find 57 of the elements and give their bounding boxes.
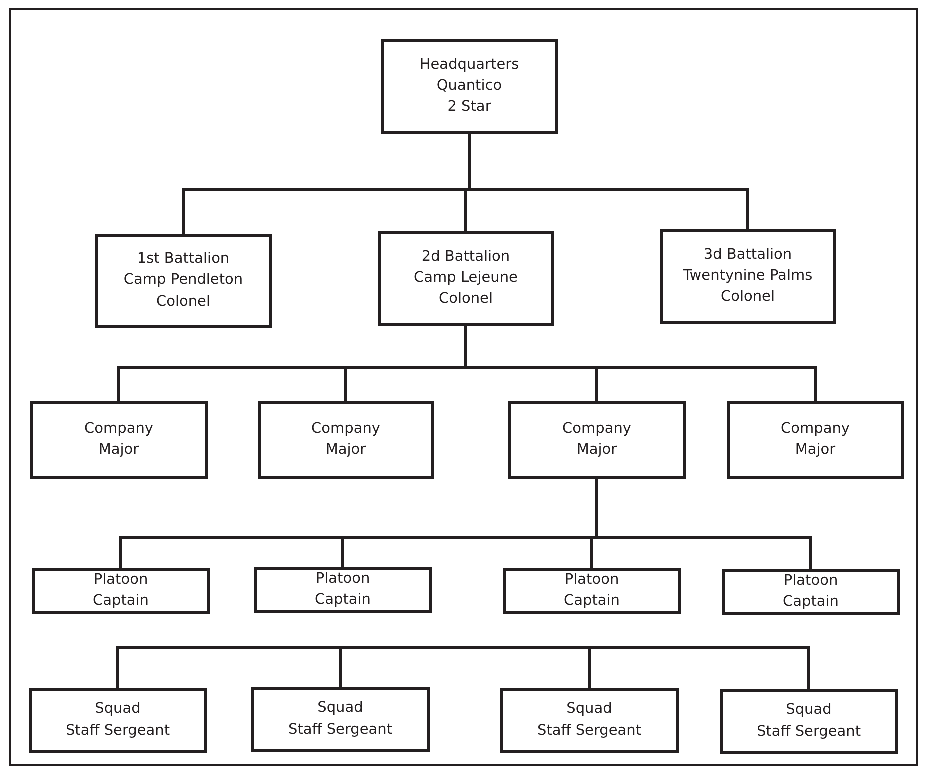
box-text: Captain xyxy=(564,592,620,611)
box-text: Major xyxy=(98,441,140,460)
box-text: Company xyxy=(781,420,850,439)
box-text: Squad xyxy=(95,700,141,720)
connector-line xyxy=(596,479,812,569)
box-text: Captain xyxy=(92,592,149,611)
connector-line xyxy=(464,326,817,401)
box-text: Quantico xyxy=(436,76,502,96)
org-box xyxy=(95,234,272,328)
connector-line xyxy=(463,646,810,689)
org-box xyxy=(503,568,681,614)
org-box xyxy=(381,39,558,134)
org-box xyxy=(727,401,904,479)
org-box xyxy=(378,231,554,326)
box-text: Platoon xyxy=(94,570,148,590)
box-text: Camp Pendleton xyxy=(124,271,244,290)
box-text: Colonel xyxy=(156,292,211,312)
box-text: Camp Lejeune xyxy=(414,268,518,288)
box-text: Company xyxy=(312,420,380,439)
box-text: Captain xyxy=(314,591,371,610)
org-box xyxy=(29,688,207,753)
box-text: Colonel xyxy=(438,290,494,309)
box-text: Company xyxy=(562,420,632,439)
org-box xyxy=(32,568,210,614)
box-text: Squad xyxy=(318,699,364,718)
box-text: Staff Sergeant xyxy=(288,720,393,740)
box-text: Squad xyxy=(786,701,832,720)
org-box xyxy=(258,401,434,479)
org-box xyxy=(508,401,686,479)
org-box xyxy=(251,687,430,752)
connector-line xyxy=(468,134,750,229)
connector-line xyxy=(339,646,463,687)
box-text: Captain xyxy=(782,593,839,612)
box-text: Platoon xyxy=(784,572,838,591)
box-text: Squad xyxy=(566,700,612,720)
box-text: 2d Battalion xyxy=(422,248,510,267)
org-box xyxy=(720,689,898,754)
box-text: Staff Sergeant xyxy=(537,722,642,740)
org-box xyxy=(722,569,900,615)
org-box xyxy=(660,229,836,324)
box-text: 2 Star xyxy=(448,98,492,117)
box-text: Company xyxy=(84,420,154,439)
box-text: Major xyxy=(795,441,836,460)
box-text: Staff Sergeant xyxy=(756,722,862,742)
org-box xyxy=(254,567,432,613)
box-text: Twentynine Palms xyxy=(683,266,813,286)
box-text: Platoon xyxy=(316,570,370,589)
org-box xyxy=(30,401,208,479)
box-text: Platoon xyxy=(564,570,620,590)
box-text: Staff Sergeant xyxy=(66,722,170,740)
box-text: Colonel xyxy=(720,288,776,307)
box-text: Major xyxy=(326,441,366,460)
org-box xyxy=(500,688,679,753)
box-text: Headquarters xyxy=(420,56,520,75)
box-text: Major xyxy=(576,441,618,460)
box-text: 1st Battalion xyxy=(137,250,230,270)
box-text: 3d Battalion xyxy=(704,246,792,265)
